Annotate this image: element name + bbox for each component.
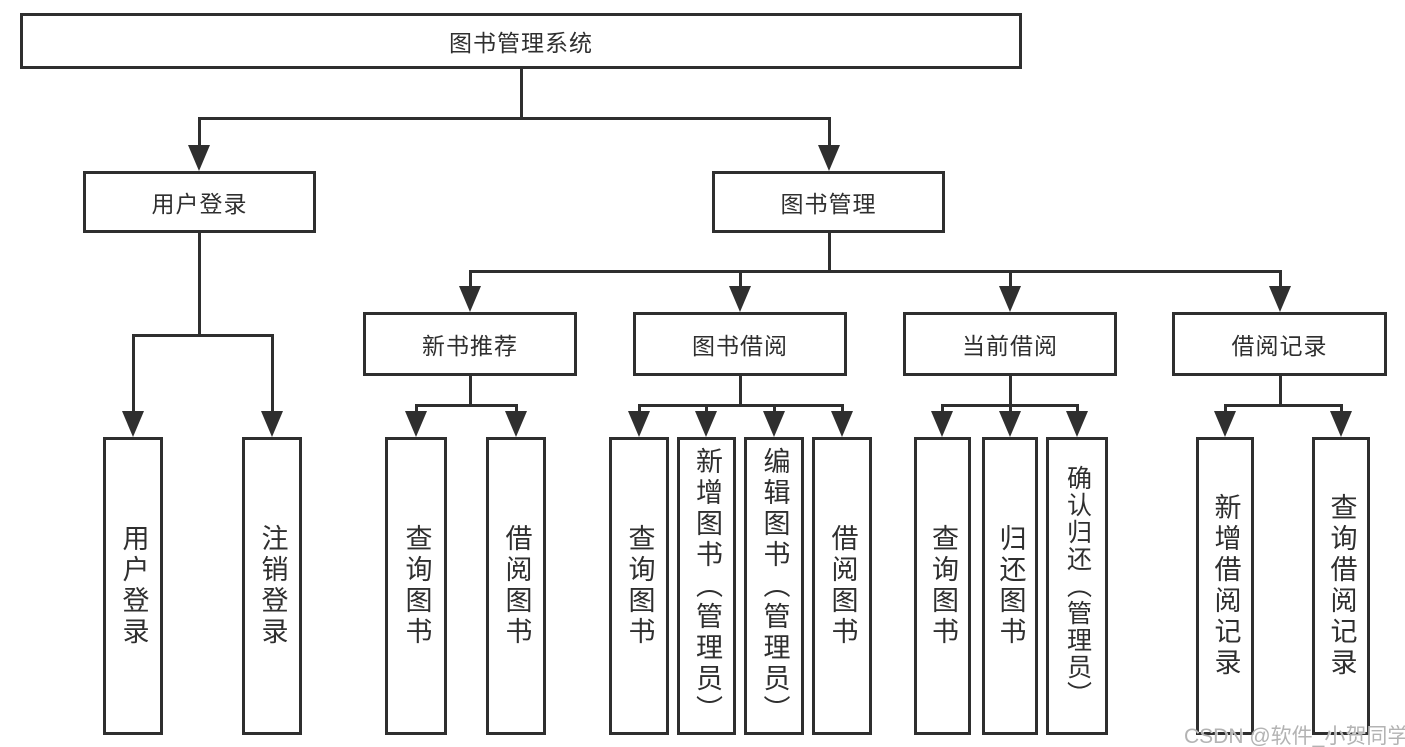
connector-line (198, 117, 831, 120)
connector-line (198, 233, 201, 335)
node-leaf-query-books-borrowing: 查询图书 (609, 437, 669, 735)
connector-line (469, 270, 1281, 273)
connector-line (198, 117, 201, 147)
connector-line (941, 404, 944, 413)
connector-line (1009, 270, 1012, 288)
connector-line (1009, 376, 1012, 405)
connector-line (828, 117, 831, 147)
node-leaf-confirm-return-admin: 确认归还（管理员） (1046, 437, 1108, 735)
node-leaf-query-borrow-record: 查询借阅记录 (1312, 437, 1370, 735)
node-leaf-logout: 注销登录 (242, 437, 302, 735)
connector-line (132, 334, 274, 337)
connector-line (515, 404, 518, 413)
node-leaf-add-books-admin-label: 新增图书（管理员） (692, 446, 722, 726)
node-user-login: 用户登录 (83, 171, 316, 233)
node-borrowing-records-label: 借阅记录 (1231, 333, 1328, 359)
watermark-text: CSDN @软件_小贺同学 (1184, 725, 1405, 747)
connector-line (415, 404, 518, 407)
connector-line (773, 404, 776, 413)
node-root: 图书管理系统 (20, 13, 1022, 69)
arrow-down-icon (831, 411, 853, 437)
node-leaf-query-books-current: 查询图书 (914, 437, 971, 735)
arrow-down-icon (1214, 411, 1236, 437)
node-leaf-edit-books-admin: 编辑图书（管理员） (744, 437, 804, 735)
node-leaf-query-books-current-label: 查询图书 (928, 524, 958, 648)
connector-line (132, 334, 135, 414)
connector-line (1279, 376, 1282, 405)
node-leaf-query-books-borrowing-label: 查询图书 (624, 524, 655, 648)
arrow-down-icon (1066, 411, 1088, 437)
arrow-down-icon (122, 411, 144, 437)
connector-line (520, 69, 523, 118)
connector-line (705, 404, 708, 413)
node-book-borrowing: 图书借阅 (633, 312, 847, 376)
node-leaf-add-books-admin: 新增图书（管理员） (677, 437, 736, 735)
connector-line (1279, 270, 1282, 288)
node-book-management: 图书管理 (712, 171, 945, 233)
arrow-down-icon (763, 411, 785, 437)
connector-line (739, 376, 742, 405)
arrow-down-icon (729, 286, 751, 312)
connector-line (828, 233, 831, 271)
arrow-down-icon (931, 411, 953, 437)
arrow-down-icon (1269, 286, 1291, 312)
arrow-down-icon (818, 145, 840, 171)
node-new-book-recommend-label: 新书推荐 (422, 333, 518, 359)
arrow-down-icon (999, 286, 1021, 312)
arrow-down-icon (628, 411, 650, 437)
node-root-label: 图书管理系统 (449, 30, 593, 56)
arrow-down-icon (459, 286, 481, 312)
node-leaf-borrow-books-recommend-label: 借阅图书 (501, 524, 532, 648)
node-book-management-label: 图书管理 (780, 191, 877, 217)
arrow-down-icon (505, 411, 527, 437)
arrow-down-icon (188, 145, 210, 171)
connector-line (841, 404, 844, 413)
node-current-borrowing: 当前借阅 (903, 312, 1117, 376)
connector-line (1224, 404, 1227, 413)
node-new-book-recommend: 新书推荐 (363, 312, 577, 376)
node-leaf-borrow-books: 借阅图书 (812, 437, 872, 735)
connector-line (271, 334, 274, 414)
connector-line (1076, 404, 1079, 413)
node-leaf-confirm-return-admin-label: 确认归还（管理员） (1063, 464, 1092, 708)
connector-line (415, 404, 418, 413)
connector-line (638, 404, 641, 413)
arrow-down-icon (1330, 411, 1352, 437)
node-leaf-query-books-recommend: 查询图书 (385, 437, 447, 735)
node-user-login-label: 用户登录 (151, 191, 248, 217)
node-book-borrowing-label: 图书借阅 (692, 333, 788, 359)
node-leaf-user-login-label: 用户登录 (118, 524, 149, 648)
node-leaf-add-borrow-record-label: 新增借阅记录 (1210, 493, 1241, 679)
node-leaf-borrow-books-label: 借阅图书 (827, 524, 858, 648)
node-leaf-add-borrow-record: 新增借阅记录 (1196, 437, 1254, 735)
node-leaf-borrow-books-recommend: 借阅图书 (486, 437, 546, 735)
connector-line (1340, 404, 1343, 413)
arrow-down-icon (999, 411, 1021, 437)
node-leaf-return-books-label: 归还图书 (995, 524, 1026, 648)
arrow-down-icon (261, 411, 283, 437)
node-leaf-user-login: 用户登录 (103, 437, 163, 735)
arrow-down-icon (695, 411, 717, 437)
node-borrowing-records: 借阅记录 (1172, 312, 1387, 376)
connector-line (1224, 404, 1343, 407)
connector-line (469, 376, 472, 405)
node-leaf-return-books: 归还图书 (982, 437, 1038, 735)
connector-line (638, 404, 844, 407)
arrow-down-icon (405, 411, 427, 437)
connector-line (469, 270, 472, 288)
node-current-borrowing-label: 当前借阅 (962, 333, 1058, 359)
node-leaf-query-borrow-record-label: 查询借阅记录 (1326, 493, 1357, 679)
node-leaf-logout-label: 注销登录 (257, 524, 288, 648)
connector-line (1009, 404, 1012, 413)
node-leaf-query-books-recommend-label: 查询图书 (401, 524, 432, 648)
connector-line (739, 270, 742, 288)
node-leaf-edit-books-admin-label: 编辑图书（管理员） (759, 446, 790, 726)
